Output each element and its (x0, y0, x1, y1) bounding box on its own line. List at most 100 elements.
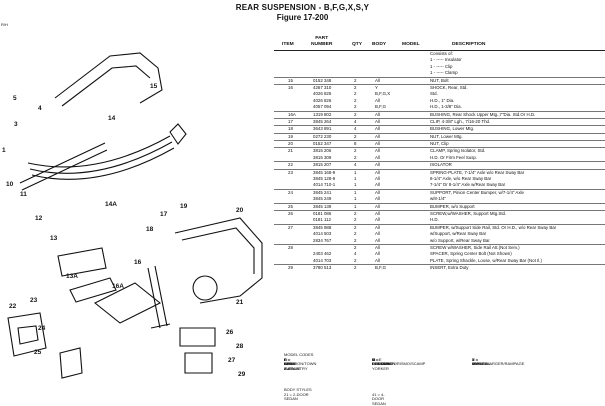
item-cell: 28 (288, 244, 293, 250)
part-number-cell: 4267 310 (313, 84, 332, 90)
qty-cell: 1 (354, 182, 357, 188)
leaf-spring (27, 135, 175, 180)
part-number-cell: 1319 802 (313, 111, 332, 117)
qty-cell: 1 (354, 203, 357, 209)
part-number-cell: 3845 249 (313, 196, 332, 202)
part-number-cell: 3845 241 (313, 189, 332, 195)
body-cell: All (375, 189, 380, 195)
callout-1: 1 (2, 147, 6, 154)
qty-cell: 1 (354, 176, 357, 182)
shock-absorber (147, 265, 171, 329)
qty-cell: 2 (354, 244, 357, 250)
qty-cell: 2 (354, 97, 357, 103)
qty-cell: 2 (354, 104, 357, 110)
parts-table: ITEM PART NUMBER QTY BODY MODEL DESCRIPT… (274, 24, 605, 272)
body-cell: All (375, 244, 380, 250)
callout-23: 23 (30, 297, 38, 304)
body-styles: BODY STYLES 21 = 2-DOOR SEDAN 41 = 4-DOO… (284, 387, 386, 405)
qty-cell: 4 (354, 251, 357, 257)
body-cell: All (375, 77, 380, 83)
callout-3: 3 (14, 121, 18, 128)
part-number-cell: 3643 891 (313, 126, 332, 132)
table-row: 1 - ----- Clip (274, 64, 605, 70)
description-cell: w/Support, w/Rear Sway Bar (430, 231, 487, 237)
item-cell: 21 (288, 148, 293, 154)
description-cell: H.D., 1-3/8" Dia. (430, 104, 462, 110)
table-row: 28 2 All SCREW w/WASHER, Side Rail Att.(Not… (274, 243, 605, 251)
body-cell: All (375, 182, 380, 188)
qty-cell: 4 (354, 118, 357, 124)
part-number-cell: 3845 988 (313, 224, 332, 230)
callout-18: 18 (146, 226, 154, 233)
callout-13a: 13A (66, 273, 78, 280)
model-code: D = ARIES (284, 356, 297, 367)
item-cell: 16 (288, 84, 293, 90)
callout-19: 19 (180, 203, 188, 210)
body-cell: All (375, 118, 380, 124)
item-cell: 17 (288, 118, 293, 124)
part-number-cell: 2834 767 (313, 237, 332, 243)
corner-label: R/H (1, 22, 8, 27)
callout-11: 11 (20, 191, 27, 198)
body-cell: All (375, 217, 380, 223)
model-code: Z = OMNI/CHARGER/RAMPAGE (472, 356, 525, 367)
description-cell: 1 - ----- Insulator (430, 57, 462, 63)
callout-12: 12 (35, 215, 43, 222)
spring-shackle (169, 123, 187, 145)
body-cell: All (375, 257, 380, 263)
part-number-cell: 2403 462 (313, 251, 332, 257)
qty-cell: 2 (354, 154, 357, 160)
model-codes-heading: MODEL CODES (284, 352, 314, 357)
part-number-cell: 3815 207 (313, 162, 332, 168)
description-cell: H.D. (430, 217, 439, 223)
body-cell: All (375, 141, 380, 147)
col-body: BODY (372, 42, 387, 47)
description-cell: NUT, Clip (430, 141, 449, 147)
callout-22: 22 (9, 303, 17, 310)
body-cell: All (375, 126, 380, 132)
description-cell: SCREW w/WASHER, Side Rail Att.(Not Serv.… (430, 244, 520, 250)
description-cell: ISOLATOR (430, 162, 452, 168)
qty-cell: 2 (354, 265, 357, 271)
description-cell: w/8-1/4" (430, 196, 446, 202)
col-qty: QTY (352, 42, 363, 47)
model-code: S = CORDOBA (372, 356, 393, 367)
qty-cell: 1 (354, 189, 357, 195)
body-cell: All (375, 133, 380, 139)
callout-10: 10 (6, 181, 14, 188)
qty-cell: 2 (354, 133, 357, 139)
body-cell: All (375, 154, 380, 160)
description-cell: 1 - ----- Clip (430, 63, 453, 69)
item-cell: 23 (288, 169, 293, 175)
part-number-cell: 3780 513 (313, 265, 332, 271)
model-code: Y = IMPERIAL (472, 356, 491, 367)
body-cell: All (375, 176, 380, 182)
item-cell: 19 (288, 133, 293, 139)
model-code: F = FIFTH AVENUE (284, 356, 301, 371)
callout-29: 29 (238, 371, 246, 378)
body-cell: Y (375, 84, 378, 90)
model-code: G = DIPLOMAT (372, 356, 393, 367)
callout-14a: 14A (105, 201, 117, 208)
callout-4: 4 (38, 105, 42, 112)
rear-wheel-hub (192, 275, 218, 301)
callout-16: 16 (134, 259, 142, 266)
model-code: X = MIRADA (472, 356, 488, 367)
qty-cell: 2 (354, 257, 357, 263)
part-number-cell: 0152 348 (313, 77, 332, 83)
table-row: Consists of: (274, 51, 605, 57)
callout-25: 25 (34, 349, 42, 356)
